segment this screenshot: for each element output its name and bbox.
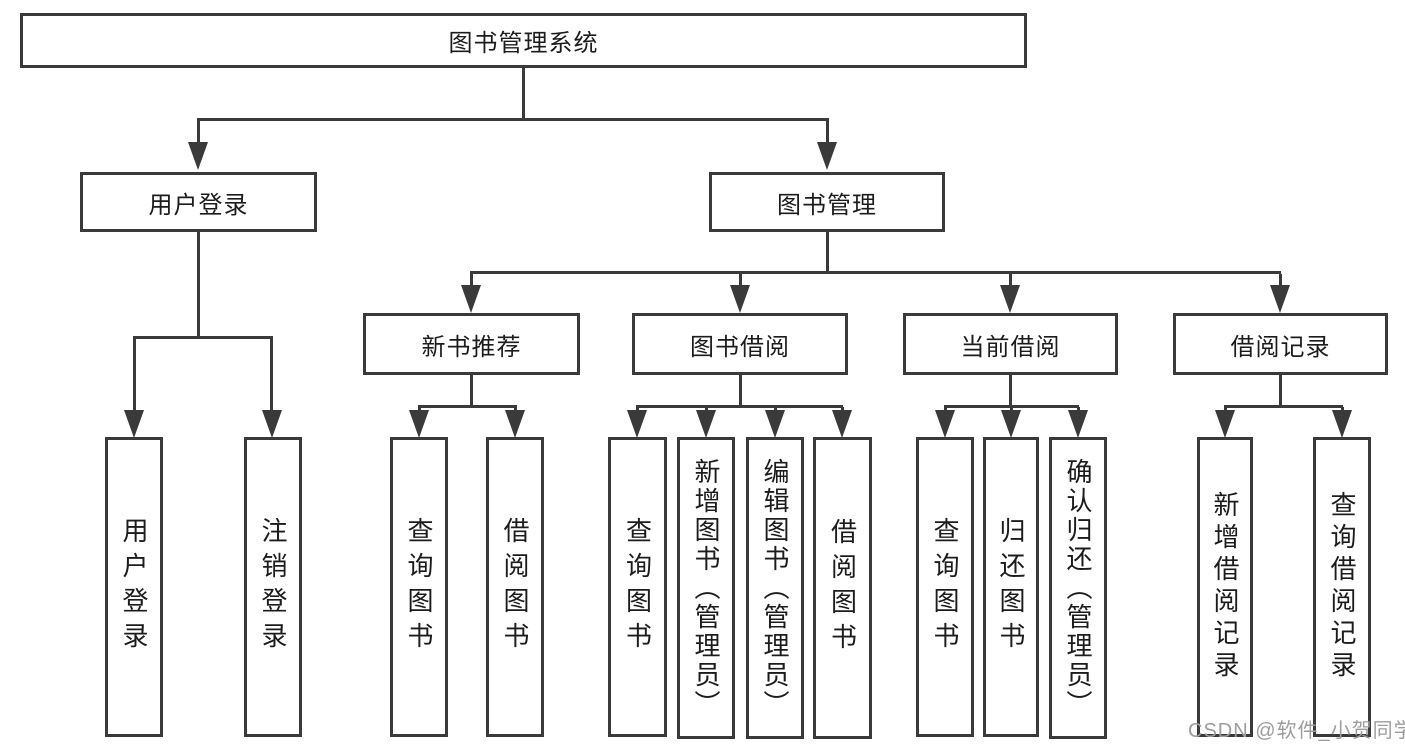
arrow-down-icon [1000,285,1020,313]
node-book-mgmt-label: 图书管理 [777,191,877,219]
arrow-down-icon [1270,285,1290,313]
arrow-down-icon [124,410,144,438]
arrow-down-icon [627,410,647,438]
node-new-book-rec: 新书推荐 [363,313,580,375]
leaf-bb-borrow-books-label: 借阅图书 [827,518,858,658]
arrow-down-icon [1068,410,1088,438]
node-current-borrow: 当前借阅 [903,313,1118,375]
connector-line [197,232,200,336]
leaf-bb-borrow-books: 借阅图书 [813,437,872,739]
node-book-mgmt: 图书管理 [709,172,945,232]
arrow-down-icon [409,410,429,438]
connector-line [739,375,742,407]
connector-line [133,336,273,339]
connector-line [1279,274,1282,286]
leaf-cb-confirm-return-label: 确认归还（管理员） [1063,457,1093,719]
node-new-book-rec-label: 新书推荐 [421,333,522,361]
leaf-user-login: 用户登录 [105,437,163,737]
csdn-watermark: CSDN @软件_小贺同学 [1188,720,1405,742]
arrow-down-icon [1332,410,1352,438]
node-root-label: 图书管理系统 [448,30,599,57]
connector-line [470,375,473,407]
leaf-nb-query-books-label: 查询图书 [404,517,434,657]
leaf-logout: 注销登录 [244,437,302,737]
connector-line [270,339,273,411]
leaf-nb-borrow-books: 借阅图书 [486,437,544,737]
arrow-down-icon [1001,410,1021,438]
connector-line [470,274,473,286]
node-user-login: 用户登录 [80,172,317,232]
leaf-bb-edit-books: 编辑图书（管理员） [746,437,804,739]
leaf-bb-add-books-label: 新增图书（管理员） [691,457,721,719]
leaf-br-add-record-label: 新增借阅记录 [1210,491,1240,683]
arrow-down-icon [935,410,955,438]
leaf-user-login-label: 用户登录 [119,517,149,657]
connector-line [944,405,1079,408]
leaf-bb-query-books: 查询图书 [608,437,667,737]
leaf-br-add-record: 新增借阅记录 [1197,437,1253,737]
node-book-borrow: 图书借阅 [632,313,848,375]
connector-line [1279,375,1282,407]
arrow-down-icon [832,410,852,438]
node-user-login-label: 用户登录 [148,191,249,219]
leaf-bb-add-books: 新增图书（管理员） [677,437,735,739]
arrow-down-icon [188,142,208,170]
leaf-bb-edit-books-label: 编辑图书（管理员） [760,457,790,719]
arrow-down-icon [461,285,481,313]
connector-line [636,405,843,408]
leaf-cb-query-books: 查询图书 [916,437,974,737]
connector-line [522,68,525,118]
connector-line [826,121,829,146]
node-root: 图书管理系统 [20,13,1027,68]
connector-line [1009,274,1012,286]
connector-line [739,274,742,286]
node-borrow-records-label: 借阅记录 [1230,333,1331,361]
leaf-br-query-record: 查询借阅记录 [1313,437,1371,737]
arrow-down-icon [765,410,785,438]
leaf-nb-query-books: 查询图书 [390,437,448,737]
connector-line [197,121,200,146]
arrow-down-icon [730,285,750,313]
leaf-br-query-record-label: 查询借阅记录 [1327,491,1357,683]
leaf-cb-confirm-return: 确认归还（管理员） [1049,437,1107,739]
leaf-cb-return-books-label: 归还图书 [996,517,1026,657]
connector-line [470,271,1281,274]
leaf-cb-query-books-label: 查询图书 [930,517,960,657]
node-book-borrow-label: 图书借阅 [690,333,790,361]
arrow-down-icon [1215,410,1235,438]
arrow-down-icon [817,142,837,170]
node-current-borrow-label: 当前借阅 [960,333,1061,361]
node-borrow-records: 借阅记录 [1173,313,1388,375]
arrow-down-icon [262,410,282,438]
connector-line [1224,405,1343,408]
arrow-down-icon [505,410,525,438]
connector-line [1009,375,1012,407]
connector-line [826,232,829,273]
connector-line [418,405,517,408]
connector-line [197,118,829,121]
leaf-nb-borrow-books-label: 借阅图书 [500,517,530,657]
leaf-cb-return-books: 归还图书 [983,437,1039,737]
arrow-down-icon [696,410,716,438]
leaf-bb-query-books-label: 查询图书 [622,517,653,657]
leaf-logout-label: 注销登录 [258,517,288,657]
connector-line [133,339,136,411]
